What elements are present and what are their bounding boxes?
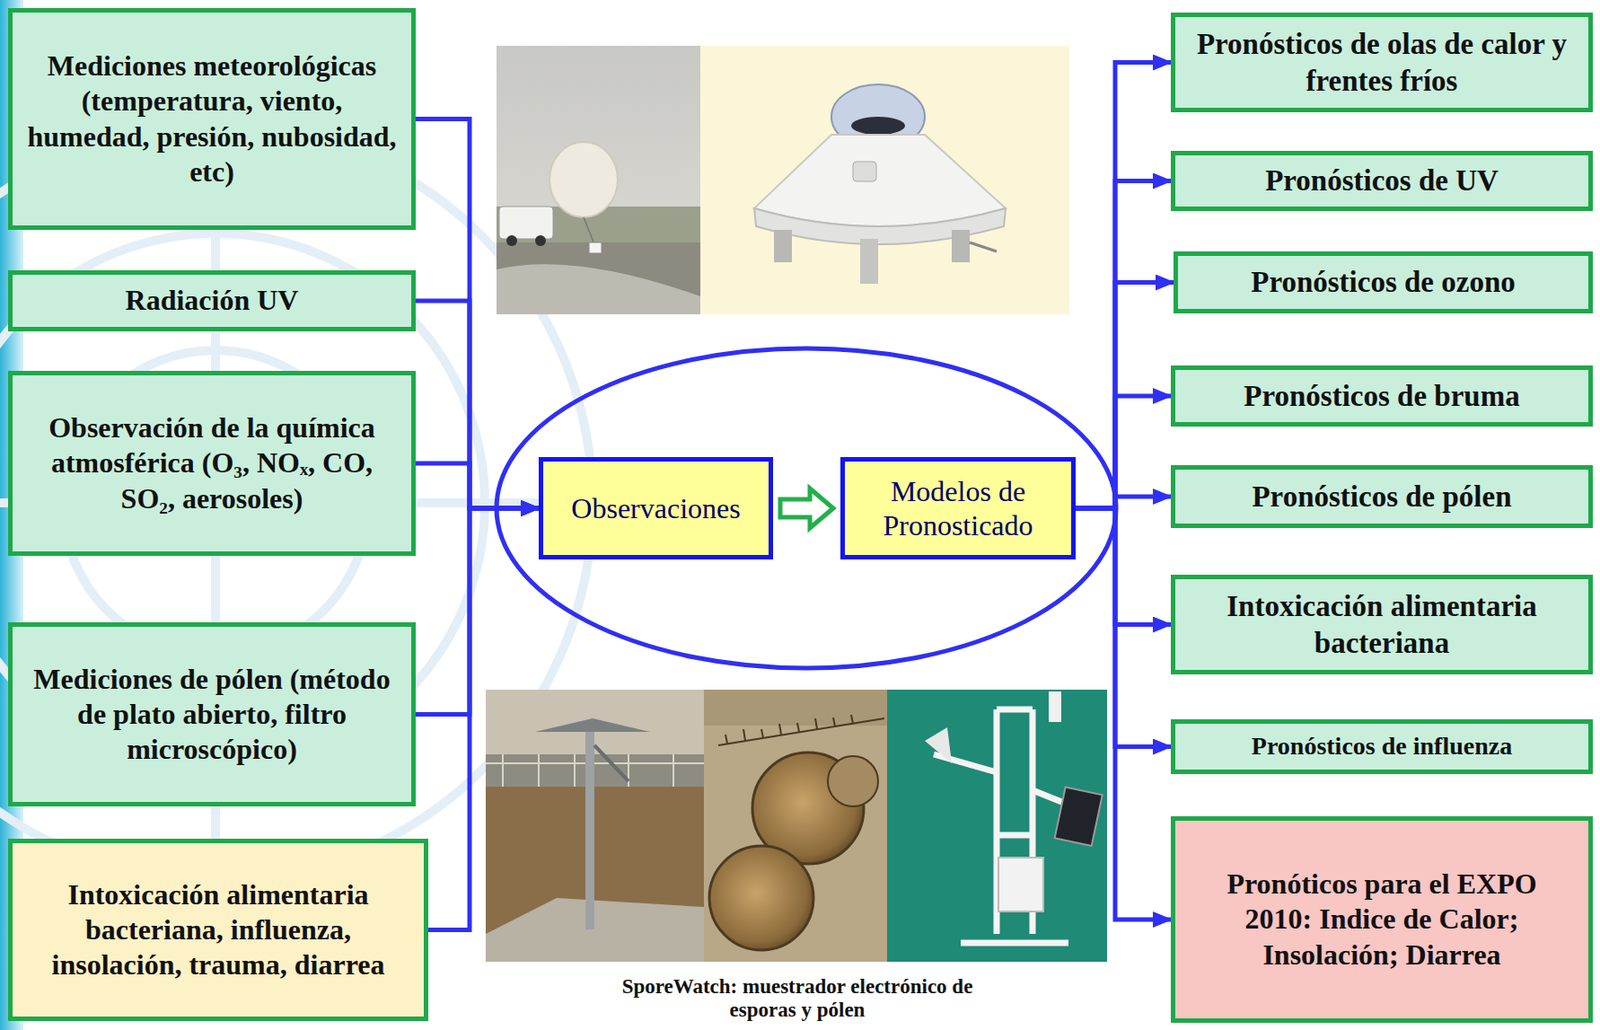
input-box: Mediciones meteorológicas (temperatura, … — [8, 8, 416, 230]
text-holder: Mediciones de pólen (método de plato abi… — [25, 661, 399, 767]
output-box: Pronósticos de bruma — [1170, 365, 1593, 427]
balloon-photo — [496, 45, 701, 315]
process-ellipse — [496, 348, 1117, 669]
box-text: Pronósticos de bruma — [1184, 378, 1580, 414]
connector-line — [1075, 508, 1171, 625]
box-text: Pronósticos de influenza — [1184, 730, 1580, 762]
box-text: Observaciones — [550, 491, 762, 526]
text-holder: Intoxicación alimentaria bacteriana — [1196, 588, 1567, 661]
pollen-trap-photo — [485, 689, 704, 962]
connector-line — [1075, 282, 1174, 510]
text-holder: Pronósticos de influenza — [1184, 730, 1580, 762]
connector-line — [1075, 62, 1171, 510]
connector-line — [1075, 508, 1171, 748]
output-box: Pronósticos de influenza — [1170, 719, 1593, 774]
text-holder: Pronósticos de pólen — [1184, 478, 1580, 515]
text-holder: Radiación UV — [21, 282, 403, 318]
flow-arrow — [780, 488, 834, 528]
uv-radiometer — [700, 45, 1070, 315]
text-holder: Mediciones meteorológicas (temperatura, … — [21, 48, 403, 189]
connector-line — [415, 300, 539, 509]
microscope-image — [703, 689, 888, 962]
watermark — [0, 116, 593, 889]
box-text: Radiación UV — [21, 282, 403, 318]
connector-line — [415, 463, 539, 509]
text-holder: Intoxicación alimentaria bacteriana, inf… — [21, 877, 415, 983]
box-text: Pronósticos de olas de calor y frentes f… — [1184, 26, 1580, 99]
process-box: Observaciones — [538, 457, 774, 560]
box-text: Mediciones meteorológicas (temperatura, … — [21, 48, 403, 189]
box-text: Observación de la química atmosférica (O… — [21, 410, 403, 516]
box-text: Intoxicación alimentaria bacteriana — [1196, 588, 1567, 661]
output-box: Pronósticos de pólen — [1170, 465, 1593, 528]
input-box: Intoxicación alimentaria bacteriana, inf… — [8, 838, 429, 1021]
connector-line — [415, 508, 539, 715]
text-holder: Pronósticos de bruma — [1184, 378, 1580, 414]
output-box: Pronósticos de olas de calor y frentes f… — [1170, 12, 1593, 113]
input-box: Observación de la química atmosférica (O… — [8, 370, 416, 556]
text-holder: Pronósticos de olas de calor y frentes f… — [1184, 26, 1580, 99]
text-holder: Pronósticos de UV — [1184, 162, 1580, 199]
output-box: Pronósticos de UV — [1170, 150, 1593, 211]
output-box: Pronósticos de ozono — [1173, 251, 1593, 314]
box-text: Intoxicación alimentaria bacteriana, inf… — [21, 877, 415, 983]
text-holder: Pronósticos de ozono — [1186, 263, 1580, 300]
connector-line — [1075, 508, 1171, 920]
box-text: Pronósticos de pólen — [1184, 478, 1580, 515]
connector-line — [1075, 395, 1171, 509]
photo-caption: SporeWatch: muestrador electrónico de es… — [617, 975, 977, 1023]
text-holder: Pronóticos para el EXPO 2010: Indice de … — [1225, 866, 1539, 972]
connector-line — [415, 119, 539, 510]
process-box: Modelos de Pronosticado — [840, 457, 1076, 560]
output-box: Intoxicación alimentaria bacteriana — [1170, 574, 1593, 675]
output-box: Pronóticos para el EXPO 2010: Indice de … — [1170, 816, 1593, 1023]
box-text: Pronósticos de UV — [1184, 162, 1580, 199]
input-box: Mediciones de pólen (método de plato abi… — [8, 622, 416, 807]
text-holder: Modelos de Pronosticado — [852, 474, 1064, 544]
connector-line — [428, 508, 539, 931]
box-text: Mediciones de pólen (método de plato abi… — [25, 661, 399, 767]
box-text: Pronósticos de ozono — [1186, 263, 1580, 300]
connector-line — [1075, 181, 1171, 510]
box-text: Modelos de Pronosticado — [852, 474, 1064, 544]
text-holder: Observación de la química atmosférica (O… — [21, 410, 403, 516]
box-text: Pronóticos para el EXPO 2010: Indice de … — [1225, 866, 1539, 972]
text-holder: Observaciones — [550, 491, 762, 526]
input-box: Radiación UV — [8, 270, 416, 332]
sporewatch-sampler — [887, 689, 1108, 962]
